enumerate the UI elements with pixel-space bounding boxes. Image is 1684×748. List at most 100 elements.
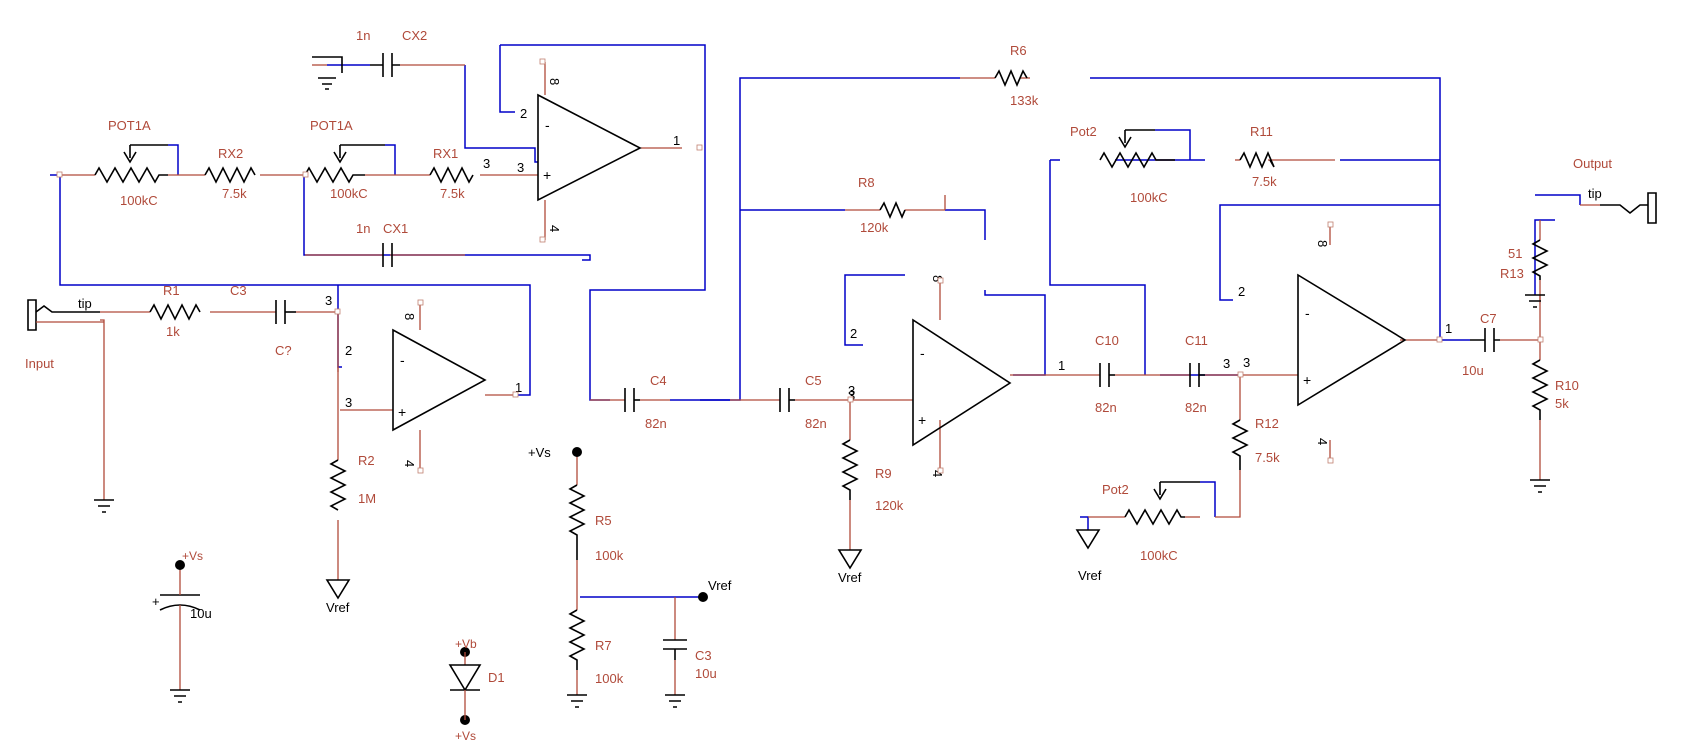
cap-name-label: C4 <box>650 373 667 388</box>
cap-value-label: 10u <box>695 666 717 681</box>
cap-name-label: C10 <box>1095 333 1119 348</box>
vs-label: +Vs <box>528 445 551 460</box>
vref-symbol-icon <box>325 579 351 600</box>
opamp-u4: - + 2 3 1 8 4 <box>1238 240 1452 445</box>
tip-label: tip <box>78 296 92 311</box>
cap-c3-input <box>275 300 286 324</box>
pin-label: 4 <box>1315 438 1330 445</box>
pin-label: 2 <box>345 343 352 358</box>
pin-label: 8 <box>402 313 417 320</box>
opamp-u1: - + 2 3 1 8 4 <box>517 78 680 232</box>
resistor-value-label: 7.5k <box>1252 174 1277 189</box>
cap-value-label: C? <box>275 343 292 358</box>
cap-cx1 <box>382 243 393 267</box>
pot-name-label: POT1A <box>108 118 151 133</box>
vref-symbol-icon <box>1075 529 1101 550</box>
resistor-value-label: 100k <box>595 548 624 563</box>
ground-icon <box>567 694 587 708</box>
pin-label: 4 <box>547 225 562 232</box>
pin-label: 3 <box>483 156 490 171</box>
resistor-value-label: 100k <box>595 671 624 686</box>
resistor-name-label: R12 <box>1255 416 1279 431</box>
cap-value-label: 82n <box>1185 400 1207 415</box>
resistor-name-label: R6 <box>1010 43 1027 58</box>
capacitors: + <box>152 53 1500 690</box>
cap-c3-vref <box>663 639 687 650</box>
resistor-value-label: 1k <box>166 324 180 339</box>
opamp-plus-sign: + <box>398 404 406 420</box>
opamp-plus-sign: + <box>918 412 926 428</box>
pin-label: 1 <box>1058 358 1065 373</box>
pot-pot1a-2 <box>304 166 365 184</box>
resistor-name-label: R7 <box>595 638 612 653</box>
input-label: Input <box>25 356 54 371</box>
resistor-r12 <box>1231 419 1249 470</box>
vref-label: Vref <box>708 578 732 593</box>
ground-icon <box>94 499 114 513</box>
resistors <box>149 68 1549 670</box>
pin-label: 3 <box>517 160 524 175</box>
ground-icon <box>665 694 685 708</box>
pin-label: 4 <box>402 460 417 467</box>
vs-node-dot <box>175 560 185 570</box>
terminals <box>56 58 1544 474</box>
pin-label: 1 <box>1445 321 1452 336</box>
tip-label: tip <box>1588 186 1602 201</box>
pot-value-label: 100kC <box>1130 190 1168 205</box>
resistor-rx2 <box>204 166 256 184</box>
leads <box>60 62 1600 695</box>
cap-c10 <box>1099 363 1110 387</box>
labels: POT1A 100kC RX2 7.5k POT1A 100kC RX1 7.5… <box>25 28 1612 743</box>
resistor-name-label: R1 <box>163 283 180 298</box>
resistor-r6 <box>994 68 1028 88</box>
opamp-minus-sign: - <box>545 117 550 133</box>
resistor-value-label: 1M <box>358 491 376 506</box>
cap-name-label: C3 <box>230 283 247 298</box>
resistor-r5 <box>568 484 586 560</box>
resistor-name-label: RX2 <box>218 146 243 161</box>
pin-label: 8 <box>547 78 562 85</box>
opamp-plus-sign: + <box>1303 372 1311 388</box>
vref-label: Vref <box>1078 568 1102 583</box>
resistor-r10 <box>1531 359 1549 420</box>
resistor-value-label: 133k <box>1010 93 1039 108</box>
vs-node-dot <box>572 447 582 457</box>
output-jack <box>1600 192 1657 224</box>
resistor-r7 <box>568 609 586 670</box>
pin-label: 2 <box>1238 284 1245 299</box>
resistor-r11 <box>1239 150 1275 170</box>
opamp-u3: - + 2 3 1 8 4 <box>848 275 1065 477</box>
ground-icon <box>1530 479 1550 493</box>
pin-label: 1 <box>673 133 680 148</box>
resistor-r9 <box>841 439 859 500</box>
diode-icon <box>448 664 482 692</box>
cap-name-label: CX1 <box>383 221 408 236</box>
cap-name-label: C11 <box>1185 333 1208 348</box>
resistor-name-label: R13 <box>1500 266 1524 281</box>
ground-icon <box>170 689 190 703</box>
pin-label: 2 <box>520 106 527 121</box>
vref-symbol-icon <box>837 549 863 570</box>
input-jack <box>27 299 104 331</box>
resistor-r2 <box>329 459 347 511</box>
resistor-value-label: 120k <box>860 220 889 235</box>
cap-name-label: C5 <box>805 373 822 388</box>
polcap-plus-sign: + <box>152 594 160 609</box>
opamp-minus-sign: - <box>1305 305 1310 321</box>
cap-value-label: 1n <box>356 221 370 236</box>
resistor-r8 <box>879 200 906 220</box>
resistor-name-label: R11 <box>1250 124 1273 139</box>
pot-value-label: 100kC <box>1140 548 1178 563</box>
pin-label: 3 <box>848 383 855 398</box>
resistor-rx1 <box>429 166 474 184</box>
pin-label: 3 <box>1223 356 1230 371</box>
cap-c7 <box>1484 328 1495 352</box>
cap-c4 <box>624 388 635 412</box>
pot-pot2-upper <box>1099 151 1175 169</box>
pin-label: 3 <box>848 388 855 403</box>
opamp-minus-sign: - <box>400 352 405 368</box>
pin-label: 3 <box>345 395 352 410</box>
resistor-r13 <box>1531 239 1549 280</box>
resistor-name-label: RX1 <box>433 146 458 161</box>
cap-name-label: CX2 <box>402 28 427 43</box>
